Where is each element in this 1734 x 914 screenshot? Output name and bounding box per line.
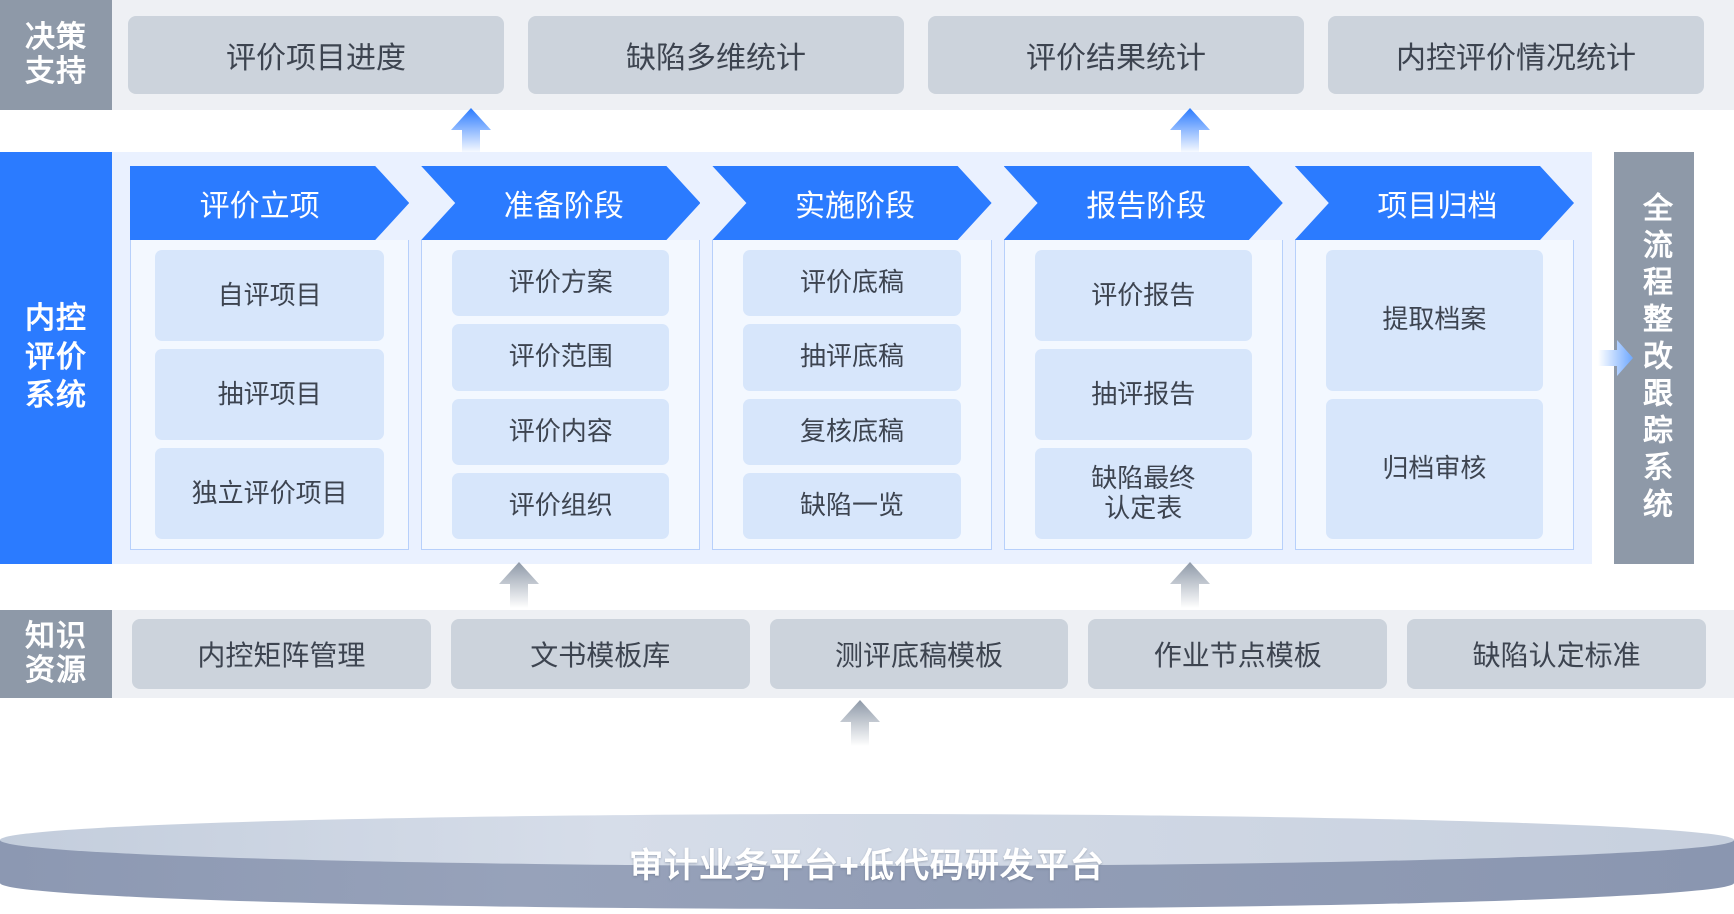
decision-card-internal-control-stats[interactable]: 内控评价情况统计 — [1328, 16, 1704, 94]
knowledge-resources-row: 知识 资源 内控矩阵管理 文书模板库 测评底稿模板 作业节点模板 缺陷认定标准 — [0, 610, 1734, 698]
stage-title-implementation[interactable]: 实施阶段 — [712, 166, 991, 240]
arrow-right-icon-to-remediation-system — [1598, 340, 1633, 376]
platform-title: 审计业务平台+低代码研发平台 — [629, 847, 1105, 885]
stage-title-preparation[interactable]: 准备阶段 — [421, 166, 700, 240]
flow-label-line-2: 评价 — [25, 340, 87, 374]
arrow-up-icon-flow-to-decision-1 — [451, 108, 491, 154]
internal-control-flow-row: 内控 评价 系统 评价立项 自评项目 抽评项目 独立评价项目 准备阶段 评价方案… — [0, 152, 1734, 564]
stage-reporting: 报告阶段 评价报告 抽评报告 缺陷最终 认定表 — [1003, 166, 1283, 550]
flow-item-extract-archive[interactable]: 提取档案 — [1325, 250, 1544, 391]
flow-item-self-eval-project[interactable]: 自评项目 — [155, 250, 385, 341]
flow-item-eval-plan[interactable]: 评价方案 — [452, 250, 670, 317]
flow-item-archive-review[interactable]: 归档审核 — [1325, 398, 1544, 539]
stage-title-reporting[interactable]: 报告阶段 — [1004, 166, 1283, 240]
knowledge-label-line-2: 资源 — [25, 654, 87, 687]
stage-title-project-archiving[interactable]: 项目归档 — [1295, 166, 1574, 240]
knowledge-card-document-templates[interactable]: 文书模板库 — [450, 619, 750, 689]
decision-support-label: 决策 支持 — [0, 0, 112, 110]
stage-project-initiation: 评价立项 自评项目 抽评项目 独立评价项目 — [130, 166, 410, 550]
arrow-up-icon-knowledge-to-flow-2 — [1170, 562, 1210, 608]
flow-item-eval-organization[interactable]: 评价组织 — [452, 472, 670, 539]
stage-project-archiving: 项目归档 提取档案 归档审核 — [1294, 166, 1575, 550]
stage-items-project-archiving: 提取档案 归档审核 — [1294, 240, 1575, 550]
flow-stages-container: 评价立项 自评项目 抽评项目 独立评价项目 准备阶段 评价方案 评价范围 评价内… — [112, 152, 1592, 564]
flow-item-sample-eval-report[interactable]: 抽评报告 — [1034, 349, 1252, 440]
arrow-up-icon-flow-to-decision-2 — [1170, 108, 1210, 154]
decision-support-label-line-1: 决策 — [25, 21, 87, 55]
arrow-up-icon-knowledge-to-flow-1 — [499, 562, 539, 608]
knowledge-resources-label: 知识 资源 — [0, 610, 112, 698]
flow-item-eval-report[interactable]: 评价报告 — [1034, 250, 1252, 341]
decision-card-result-stats[interactable]: 评价结果统计 — [928, 16, 1304, 94]
stage-title-project-initiation[interactable]: 评价立项 — [130, 166, 409, 240]
decision-card-defect-multidim-stats[interactable]: 缺陷多维统计 — [528, 16, 904, 94]
stage-items-project-initiation: 自评项目 抽评项目 独立评价项目 — [130, 240, 410, 550]
decision-support-label-line-2: 支持 — [25, 55, 87, 88]
flow-label-line-1: 内控 — [25, 302, 87, 336]
flow-item-eval-draft[interactable]: 评价底稿 — [743, 250, 961, 317]
flow-item-sample-eval-draft[interactable]: 抽评底稿 — [743, 324, 961, 391]
flow-item-independent-eval-project[interactable]: 独立评价项目 — [155, 448, 385, 539]
flow-item-defect-list[interactable]: 缺陷一览 — [743, 472, 961, 539]
decision-support-cards: 评价项目进度 缺陷多维统计 评价结果统计 内控评价情况统计 — [112, 0, 1734, 110]
stage-items-implementation: 评价底稿 抽评底稿 复核底稿 缺陷一览 — [712, 240, 992, 550]
arrow-up-icon-platform-to-knowledge — [840, 700, 880, 746]
flow-item-eval-content[interactable]: 评价内容 — [452, 398, 670, 465]
stage-preparation: 准备阶段 评价方案 评价范围 评价内容 评价组织 — [421, 166, 701, 550]
flow-item-defect-final-determination[interactable]: 缺陷最终 认定表 — [1034, 448, 1252, 539]
knowledge-card-assessment-draft-templates[interactable]: 测评底稿模板 — [769, 619, 1069, 689]
platform-base-shape — [0, 814, 1734, 909]
stage-items-reporting: 评价报告 抽评报告 缺陷最终 认定表 — [1003, 240, 1283, 550]
knowledge-card-control-matrix[interactable]: 内控矩阵管理 — [132, 619, 431, 689]
decision-card-project-progress[interactable]: 评价项目进度 — [128, 16, 504, 94]
stage-implementation: 实施阶段 评价底稿 抽评底稿 复核底稿 缺陷一览 — [712, 166, 992, 550]
flow-item-review-draft[interactable]: 复核底稿 — [743, 398, 961, 465]
flow-label-line-3: 系统 — [25, 379, 87, 413]
stage-items-preparation: 评价方案 评价范围 评价内容 评价组织 — [421, 240, 701, 550]
flow-item-eval-scope[interactable]: 评价范围 — [452, 324, 670, 391]
knowledge-resources-cards: 内控矩阵管理 文书模板库 测评底稿模板 作业节点模板 缺陷认定标准 — [112, 610, 1734, 698]
internal-control-system-label: 内控 评价 系统 — [0, 152, 112, 564]
decision-support-row: 决策 支持 评价项目进度 缺陷多维统计 评价结果统计 内控评价情况统计 — [0, 0, 1734, 110]
flow-item-sample-eval-project[interactable]: 抽评项目 — [155, 349, 385, 440]
knowledge-card-defect-criteria[interactable]: 缺陷认定标准 — [1407, 619, 1706, 689]
knowledge-card-task-node-templates[interactable]: 作业节点模板 — [1088, 619, 1388, 689]
knowledge-label-line-1: 知识 — [25, 620, 87, 654]
